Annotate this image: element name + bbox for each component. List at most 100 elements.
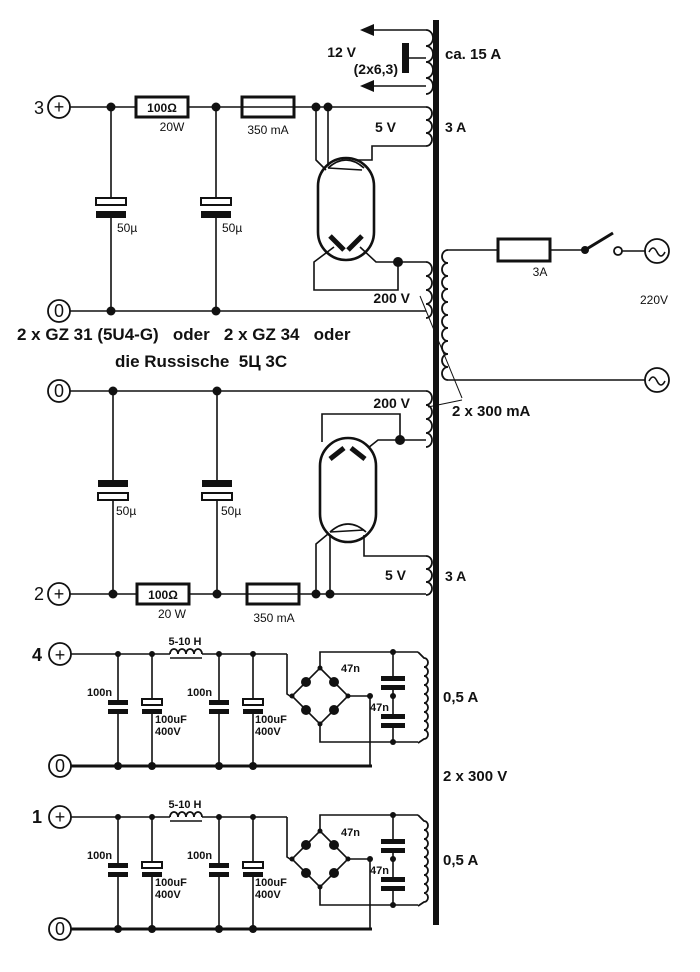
bias-b-elko-1-voltage: 400V <box>155 889 181 901</box>
terminal-0c-symbol: 0 <box>55 756 65 776</box>
cap-lower-1 <box>97 492 129 501</box>
secondary-voltage-label: 2 x 300 V <box>443 768 507 785</box>
cap-lower-2 <box>201 492 233 501</box>
lower-heater-winding-label: 5 V <box>385 567 407 583</box>
lower-heater-current-label: 3 A <box>445 568 466 584</box>
diode-icon <box>329 868 339 878</box>
cap-lower-2-label: 50µ <box>221 504 241 518</box>
diode-icon <box>329 677 339 687</box>
filament-winding <box>360 24 434 95</box>
terminal-0a <box>47 299 71 323</box>
bias-a-snub-2-label: 47n <box>370 702 389 714</box>
primary-fuse <box>496 237 552 263</box>
bridge-rectifier <box>290 829 350 889</box>
bias-a-snub-1-label: 47n <box>341 663 360 675</box>
bias-b-elko-2-voltage: 400V <box>255 889 281 901</box>
center-tap <box>402 43 409 73</box>
terminal-2-symbol: + <box>54 584 65 604</box>
bias-supply-b <box>48 805 429 941</box>
filament-current-label: ca. 15 A <box>445 46 501 63</box>
primary-winding <box>441 249 645 381</box>
arrow-left-icon <box>360 80 374 92</box>
tube-note-line1: 2 x GZ 31 (5U4-G) oder 2 x GZ 34 oder <box>17 325 351 344</box>
fuse-lower-label: 350 mA <box>253 611 294 625</box>
cap-lower-1-label: 50µ <box>116 504 136 518</box>
bias-a-elko-2-voltage: 400V <box>255 726 281 738</box>
diode-icon <box>301 677 311 687</box>
terminal-4-symbol: + <box>55 645 66 665</box>
capacitor <box>209 700 229 705</box>
upper-hv-winding-label: 200 V <box>373 290 410 306</box>
bias-a-elko-1-voltage: 400V <box>155 726 181 738</box>
resistor-upper-value: 100Ω <box>147 101 177 115</box>
fuse-upper-label: 350 mA <box>247 123 288 137</box>
primary-fuse-label: 3A <box>533 265 548 279</box>
terminal-1-number: 1 <box>32 807 42 827</box>
snubber-capacitor <box>381 676 405 681</box>
bias-b-choke-label: 5-10 H <box>168 799 201 811</box>
choke-icon <box>169 648 203 655</box>
capacitor <box>108 700 128 705</box>
bias-b-current-label: 0,5 A <box>443 852 478 869</box>
resistor-lower-value: 100Ω <box>148 588 178 602</box>
bias-b-elko-1-value: 100uF <box>155 877 187 889</box>
electrolytic-capacitor <box>242 861 264 869</box>
cap-upper-1-label: 50µ <box>117 221 137 235</box>
resistor-lower-power: 20 W <box>158 607 187 621</box>
bias-winding <box>417 651 429 744</box>
diode-icon <box>329 705 339 715</box>
snubber-capacitor <box>381 714 405 719</box>
upper-heater-current-label: 3 A <box>445 119 466 135</box>
terminal-3-number: 3 <box>34 98 44 118</box>
bias-supply-a <box>48 642 429 778</box>
bias-b-elko-2-value: 100uF <box>255 877 287 889</box>
terminal-0d-symbol: 0 <box>55 919 65 939</box>
snubber-capacitor <box>381 839 405 844</box>
cap-upper-1 <box>95 197 127 206</box>
bias-a-elko-1-value: 100uF <box>155 714 187 726</box>
rectifier-tube-upper <box>313 107 426 291</box>
cap-upper-2-label: 50µ <box>222 221 242 235</box>
bias-a-choke-label: 5-10 H <box>168 636 201 648</box>
terminal-1-symbol: + <box>55 807 66 827</box>
arrow-left-icon <box>360 24 374 36</box>
electrolytic-capacitor <box>141 861 163 869</box>
cap-upper-2 <box>200 197 232 206</box>
electrolytic-capacitor <box>141 698 163 706</box>
bias-a-cap-small-1-label: 100n <box>87 687 112 699</box>
mains-voltage-label: 220V <box>640 293 668 307</box>
hv-current-label: 2 x 300 mA <box>452 403 531 420</box>
lower-hv-winding-label: 200 V <box>373 395 410 411</box>
snubber-capacitor <box>381 877 405 882</box>
diode-icon <box>301 868 311 878</box>
bias-b-cap-small-1-label: 100n <box>87 850 112 862</box>
filament-detail-label: (2x6,3) <box>354 61 398 77</box>
bias-a-current-label: 0,5 A <box>443 689 478 706</box>
resistor-upper-power: 20W <box>160 120 185 134</box>
bridge-rectifier <box>290 666 350 726</box>
choke-icon <box>169 811 203 818</box>
bias-winding <box>417 814 429 907</box>
upper-heater-winding-label: 5 V <box>375 119 397 135</box>
bias-b-snub-2-label: 47n <box>370 865 389 877</box>
terminal-4-number: 4 <box>32 645 42 665</box>
terminal-0b-symbol: 0 <box>54 381 64 401</box>
electrolytic-capacitor <box>242 698 264 706</box>
bias-a-elko-2-value: 100uF <box>255 714 287 726</box>
filament-voltage-label: 12 V <box>327 44 356 60</box>
rectifier-tube-lower <box>315 413 426 594</box>
terminal-0a-symbol: 0 <box>54 301 64 321</box>
mains-switch[interactable] <box>581 231 623 256</box>
diode-icon <box>329 840 339 850</box>
bias-a-cap-small-2-label: 100n <box>187 687 212 699</box>
terminal-2-number: 2 <box>34 584 44 604</box>
terminal-3-symbol: + <box>54 97 65 117</box>
tube-note-line2: die Russische 5Ц 3C <box>115 352 287 371</box>
capacitor <box>108 863 128 868</box>
diode-icon <box>301 705 311 715</box>
diode-icon <box>301 840 311 850</box>
bias-b-snub-1-label: 47n <box>341 827 360 839</box>
bias-b-cap-small-2-label: 100n <box>187 850 212 862</box>
capacitor <box>209 863 229 868</box>
